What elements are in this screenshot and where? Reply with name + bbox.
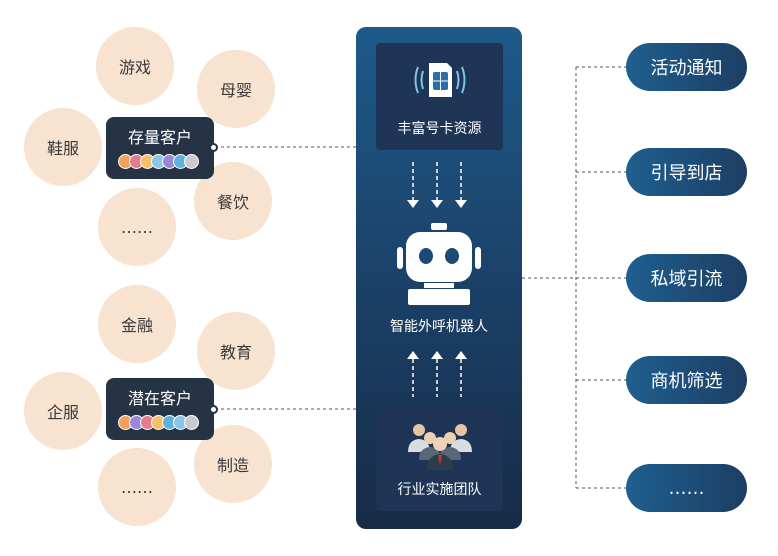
up-arrows-icon <box>407 351 467 397</box>
industry-label: 企服 <box>46 403 79 422</box>
team-label: 行业实施团队 <box>397 482 482 498</box>
industry-label: …… <box>121 217 153 237</box>
down-arrows-icon <box>407 162 467 208</box>
industry-circle: …… <box>98 448 176 526</box>
outcome-label: 活动通知 <box>650 58 723 79</box>
industry-label: 教育 <box>219 343 252 362</box>
industry-label: 餐饮 <box>216 193 249 212</box>
sim-resource-box: 丰富号卡资源 <box>376 43 503 150</box>
industry-label: 金融 <box>120 316 153 335</box>
sim-card-icon <box>414 63 466 97</box>
avatar-icon <box>118 415 208 431</box>
outcome-pill: 商机筛选 <box>626 356 747 404</box>
outcome-label: 引导到店 <box>650 163 723 184</box>
robot-label: 智能外呼机器人 <box>390 319 488 335</box>
outcome-pill: 私域引流 <box>626 254 747 302</box>
stock-customer-label: 存量客户 <box>127 128 192 147</box>
industry-circle: 鞋服 <box>24 108 102 186</box>
outcome-pill: …… <box>626 464 747 512</box>
robot-icon <box>397 223 481 305</box>
potential-customer-label: 潜在客户 <box>127 389 192 408</box>
outcome-label: 私域引流 <box>650 269 723 290</box>
outcome-pill: 活动通知 <box>626 43 747 91</box>
industry-label: …… <box>121 477 153 497</box>
outcome-label: …… <box>668 477 705 499</box>
stock-customer-box: 存量客户 <box>106 117 214 179</box>
industry-circle: 企服 <box>24 372 102 450</box>
potential-customer-box: 潜在客户 <box>106 378 214 440</box>
industry-circle: 母婴 <box>197 50 275 128</box>
industry-label: 制造 <box>216 456 249 475</box>
outcome-pill: 引导到店 <box>626 148 747 196</box>
industry-circle: 游戏 <box>96 27 174 105</box>
connector-dot <box>209 143 218 152</box>
industry-circle: 金融 <box>98 285 176 363</box>
industry-label: 母婴 <box>219 81 252 100</box>
connector-dot <box>209 405 218 414</box>
avatar-icon <box>118 154 208 170</box>
center-panel: 丰富号卡资源 智能外呼机器人 行业实施团队 <box>356 27 522 529</box>
team-icon <box>408 424 472 470</box>
industry-label: 游戏 <box>118 58 151 77</box>
industry-label: 鞋服 <box>46 139 79 158</box>
industry-circle: 教育 <box>197 312 275 390</box>
team-box: 行业实施团队 <box>376 405 503 511</box>
outcome-label: 商机筛选 <box>650 371 723 392</box>
sim-resource-label: 丰富号卡资源 <box>397 121 482 137</box>
industry-circle: …… <box>98 188 176 266</box>
